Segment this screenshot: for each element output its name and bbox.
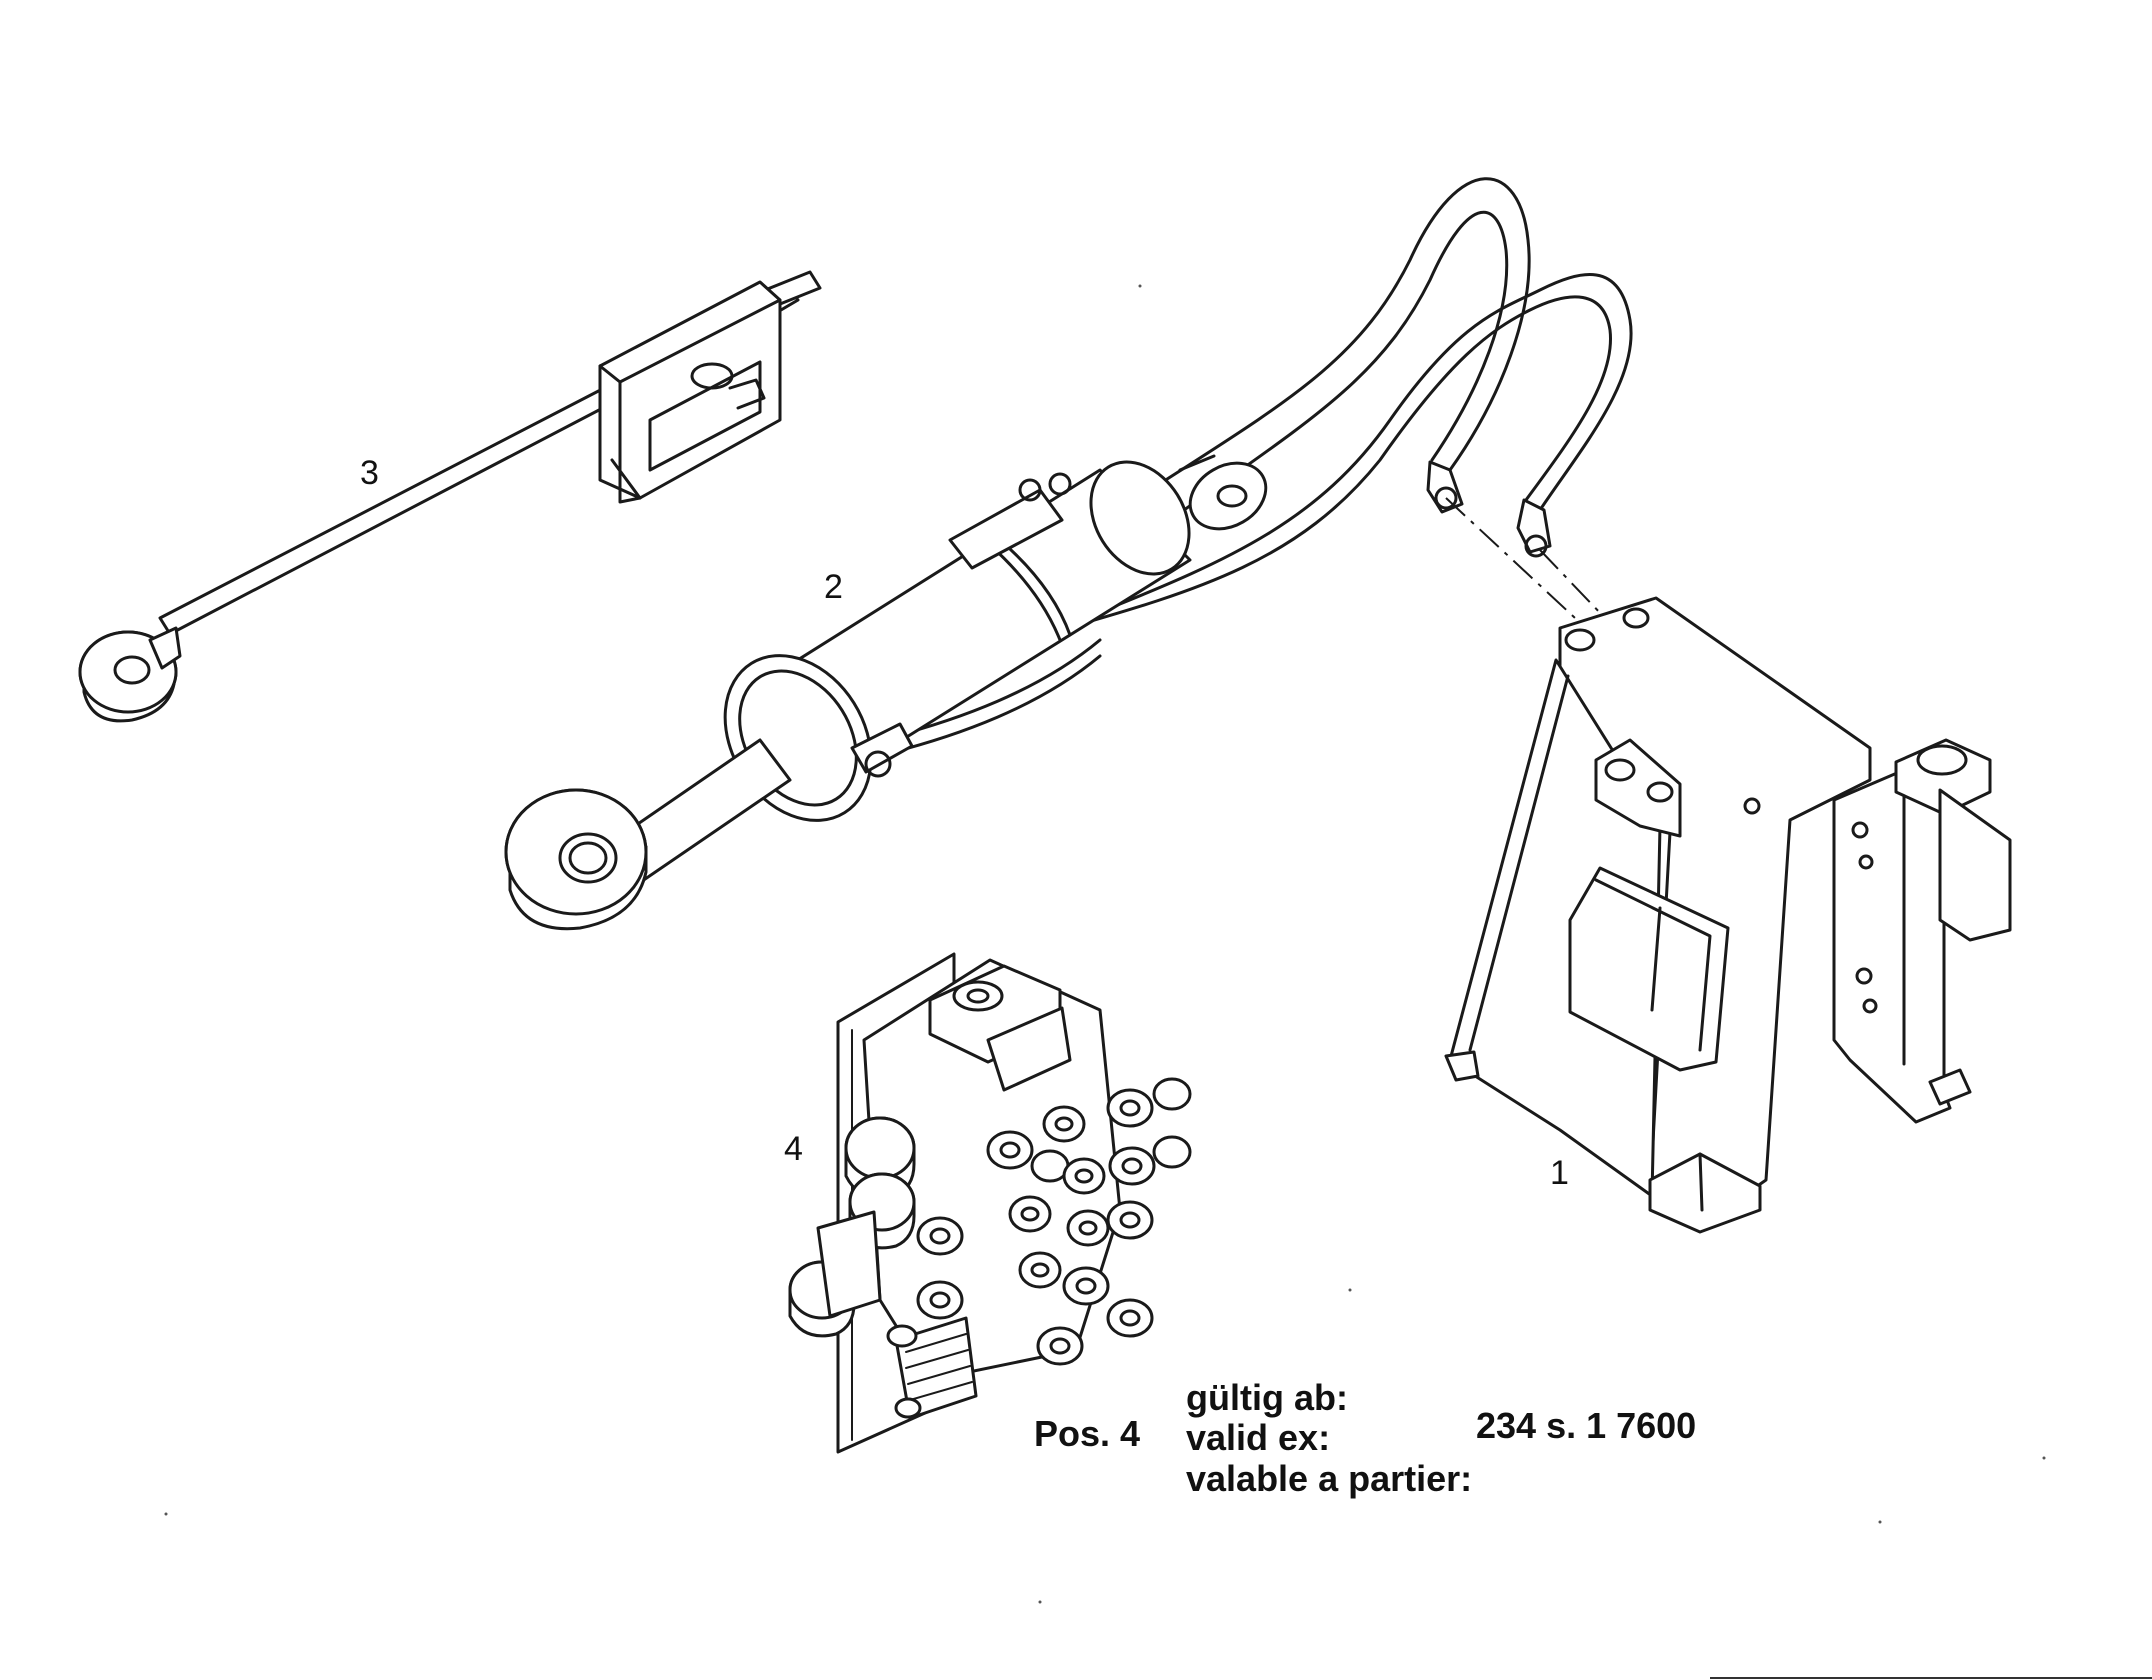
port-fittings: [916, 1077, 1192, 1366]
validity-line-fr: valable a partier:: [1186, 1457, 1473, 1499]
part-3-steering-rod: [78, 270, 822, 723]
validity-note: gültig ab: valid ex: valable a partier:: [1186, 1377, 1473, 1499]
part-1-mounting-bracket: [1444, 497, 2012, 1234]
callout-part-2: 2: [824, 568, 843, 606]
scan-specks: [164, 284, 2046, 1604]
callout-part-1: 1: [1550, 1154, 1569, 1192]
validity-line-en: valid ex:: [1186, 1417, 1331, 1459]
part-2-hydraulic-cylinder: [504, 177, 1633, 931]
part-4-control-valve: [788, 952, 1192, 1454]
validity-line-de: gültig ab:: [1186, 1377, 1348, 1418]
serial-number: 234 s. 1 7600: [1476, 1405, 1697, 1446]
position-label: Pos. 4: [1034, 1413, 1141, 1454]
callout-part-4: 4: [784, 1130, 803, 1168]
page-edge-rule: [1710, 1677, 2152, 1679]
callout-part-3: 3: [360, 454, 379, 492]
